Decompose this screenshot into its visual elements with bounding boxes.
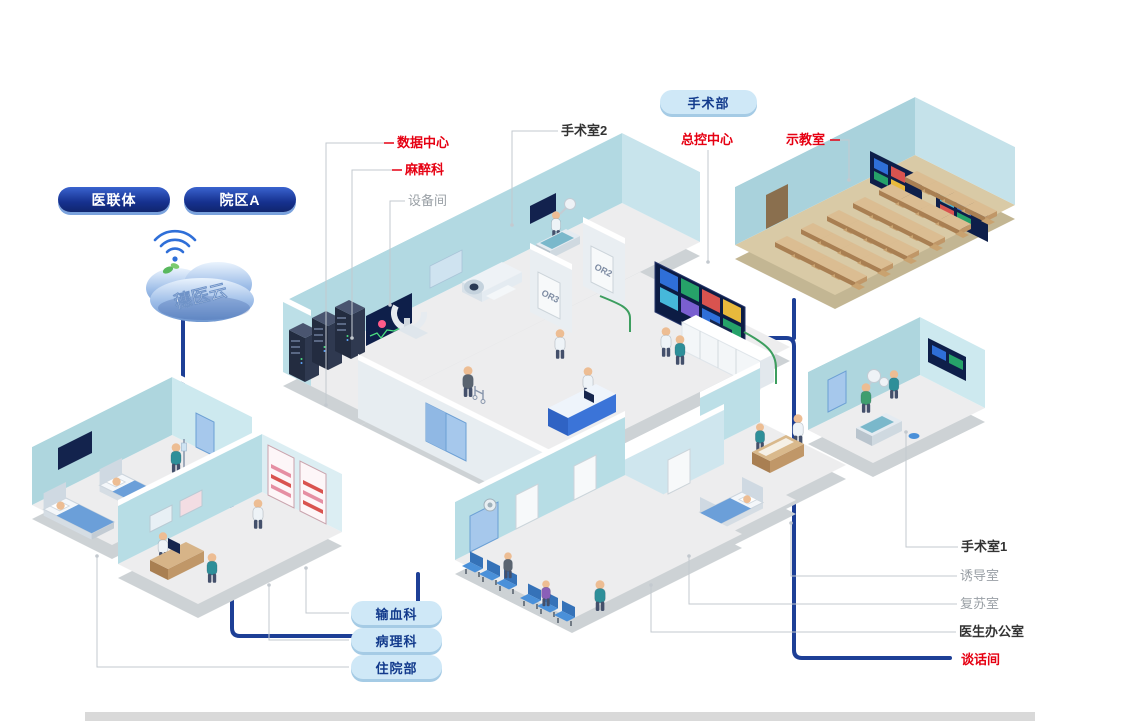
label-operating-room-2: 手术室2 [561,123,608,138]
cloud-icon: 穗医云 [146,262,254,322]
label-talk-room: 谈话间 [961,652,1001,667]
label-demonstration-room: 示教室 [786,132,826,147]
ward-tv [58,431,92,470]
surgical-stool [908,433,920,439]
label-operating-room-1: 手术室1 [961,539,1008,554]
pill-surgery-department: 手术部 [660,90,757,114]
ward-b [118,428,342,618]
medicine-cabinets [267,444,327,525]
wall-poster [179,489,203,518]
c-arm-machine [391,304,428,339]
floor-cables [599,295,777,384]
leaf-icon [162,266,174,274]
pill-medical-consortium[interactable]: 医联体 [58,187,170,212]
ct-scanner [462,262,522,302]
label-recovery-room: 复苏室 [960,596,1000,611]
or-door-walls: OR3 OR2 [530,217,625,333]
demo-classroom-building [735,91,1015,309]
operating-table [856,413,902,446]
main-building: OR3 OR2 [283,127,790,520]
ward-door [195,412,215,457]
nurse-desk [150,538,204,580]
corridor-blue-door [469,501,499,553]
or1-door [827,370,847,413]
iv-nurse [170,439,187,474]
label-master-control: 总控中心 [681,132,734,147]
pill-pathology: 病理科 [351,628,442,652]
or3-door [537,271,561,320]
or1-building [808,311,985,477]
pill-campus-a[interactable]: 院区A [184,187,296,212]
classroom-door [766,184,788,229]
reception [548,366,616,436]
vitals-screen [366,293,412,346]
wall-poster [149,504,173,533]
label-doctors-office: 医生办公室 [959,624,1025,639]
wall-window [429,249,463,289]
recovery-door [667,448,691,495]
walker-patient [462,365,486,404]
or2-door [590,245,614,294]
bottom-edge-strip [85,712,1035,721]
pill-inpatient-department: 住院部 [351,655,442,679]
reception-desk [548,384,616,418]
cloud-platform: 穗医云 [146,229,254,322]
label-induction-room: 诱导室 [960,568,1000,583]
or2-monitor [530,193,556,224]
label-data-center: 数据中心 [397,135,450,150]
front-entrance-doors [425,402,467,462]
corridor-door [515,483,539,530]
waiting-area [455,411,742,633]
corridor-door [573,454,597,501]
pill-blood-transfusion: 输血科 [351,601,442,625]
label-anesthesiology: 麻醉科 [405,162,445,177]
leader-lines [95,130,958,668]
wifi-icon [153,229,197,262]
exam-table [752,435,804,473]
or1-screen [928,338,966,381]
label-equipment-room: 设备间 [408,193,448,208]
